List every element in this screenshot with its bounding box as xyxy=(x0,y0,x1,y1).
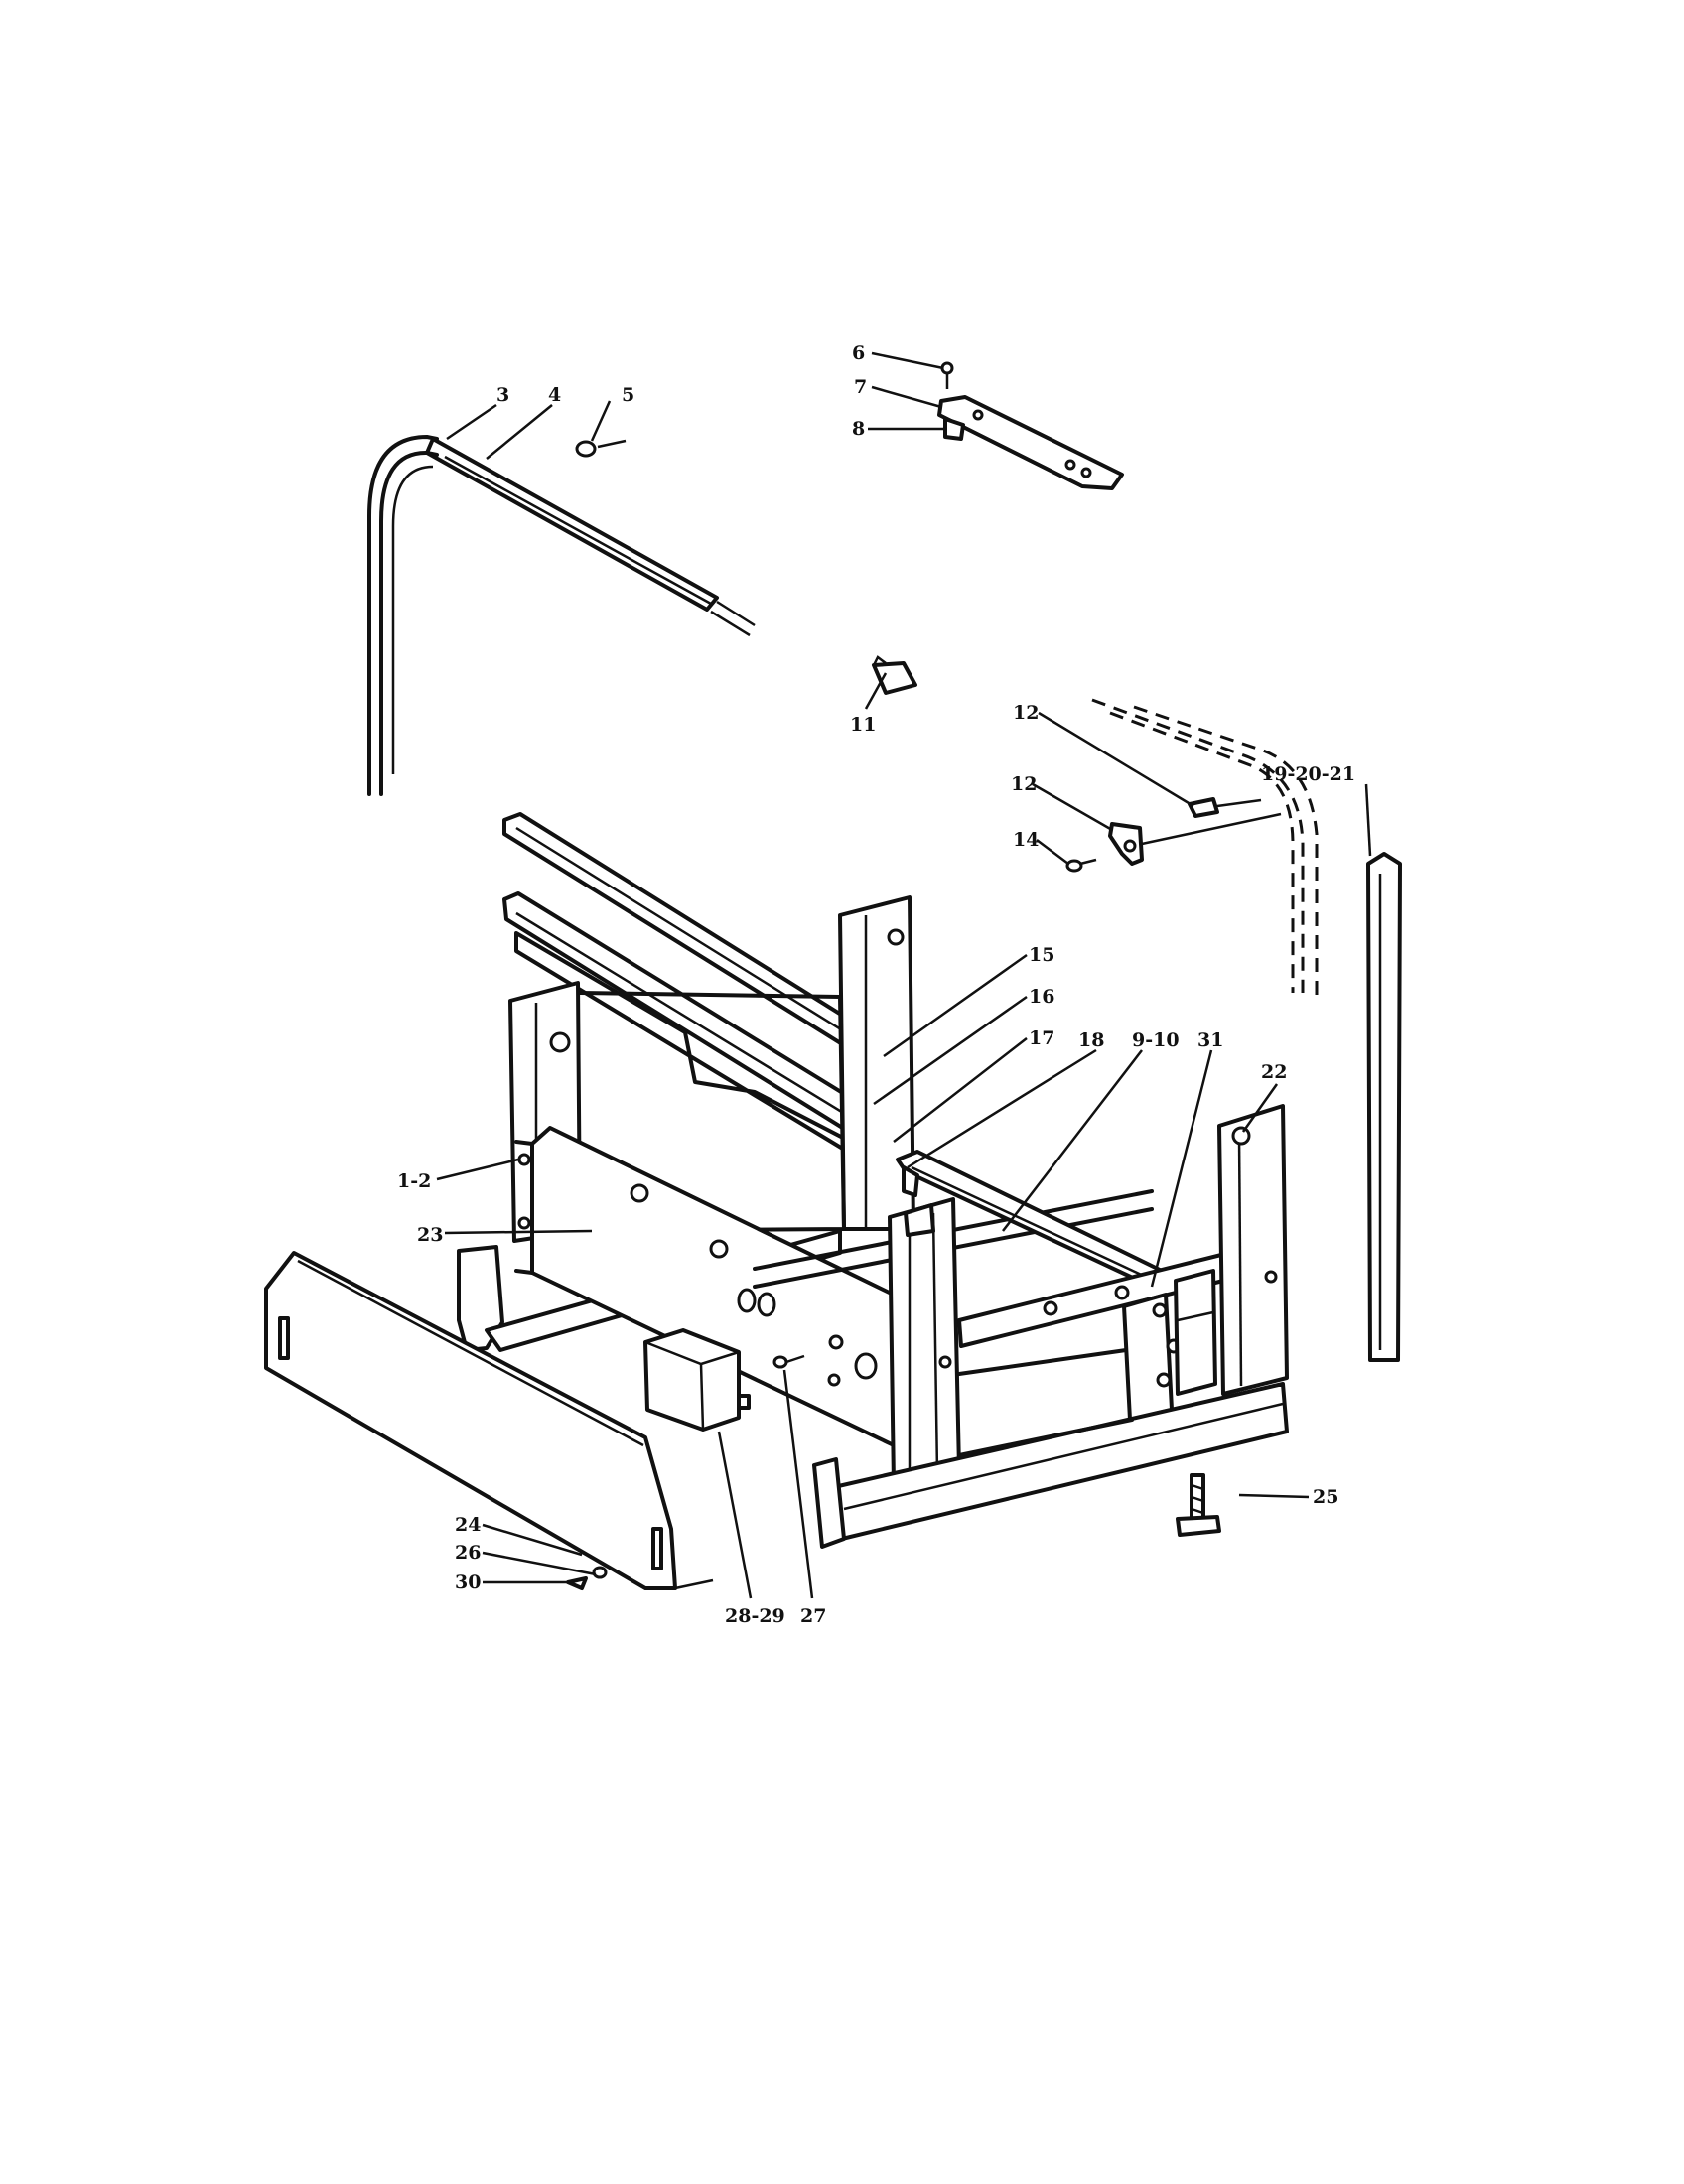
callout-7: 7 xyxy=(854,376,867,398)
callout-11: 11 xyxy=(850,714,876,736)
hinge-part-12 xyxy=(1188,797,1219,818)
front-base-rail xyxy=(812,1382,1289,1549)
screw-part-6 xyxy=(940,361,954,389)
callout-26: 26 xyxy=(455,1542,481,1564)
callout-14: 14 xyxy=(1013,829,1039,851)
callout-24: 24 xyxy=(455,1514,481,1536)
screw-part-14 xyxy=(1065,858,1097,873)
left-front-post xyxy=(514,1140,534,1275)
callout-16: 16 xyxy=(1029,986,1054,1008)
callout-8: 8 xyxy=(852,418,865,440)
plate-part-11 xyxy=(872,655,917,695)
hinge-part-13 xyxy=(1108,822,1144,866)
callout-1-2: 1-2 xyxy=(397,1170,431,1192)
top-rail-part xyxy=(425,437,756,637)
callout-12-lower: 12 xyxy=(1011,773,1037,795)
leader-lines xyxy=(436,351,1372,1599)
callout-15: 15 xyxy=(1029,944,1054,966)
rear-upright-part-22 xyxy=(1217,1104,1289,1396)
callout-3: 3 xyxy=(496,384,509,406)
callout-9-10: 9-10 xyxy=(1132,1029,1180,1051)
callout-5: 5 xyxy=(622,384,634,406)
callout-labels: 3 4 5 6 7 8 11 12 12 14 19-20-21 15 16 1… xyxy=(397,342,1355,1627)
callout-23: 23 xyxy=(417,1224,443,1246)
side-strip-part-19-20-21 xyxy=(1366,852,1402,1362)
callout-12-upper: 12 xyxy=(1013,702,1039,724)
right-cross-frame-part-31 xyxy=(957,1253,1225,1422)
callout-6: 6 xyxy=(852,342,865,364)
callout-31: 31 xyxy=(1197,1029,1223,1051)
screw-part-27 xyxy=(772,1354,805,1369)
callout-17: 17 xyxy=(1029,1027,1054,1049)
callout-22: 22 xyxy=(1261,1061,1287,1083)
callout-4: 4 xyxy=(548,384,561,406)
callout-28-29: 28-29 xyxy=(725,1605,785,1627)
callout-27: 27 xyxy=(800,1605,826,1627)
door-trim-curved-part xyxy=(367,435,439,796)
bracket-part-7 xyxy=(937,395,1124,490)
callout-19-20-21: 19-20-21 xyxy=(1261,763,1355,785)
tub-outline-dashed xyxy=(1091,698,1319,1003)
callout-30: 30 xyxy=(455,1571,481,1593)
front-post-right xyxy=(888,1165,961,1487)
control-module-part-28-29 xyxy=(643,1328,751,1432)
fastener-part-26-30 xyxy=(566,1566,608,1590)
callout-25: 25 xyxy=(1313,1486,1338,1508)
clip-part-8 xyxy=(943,417,965,441)
callout-18: 18 xyxy=(1078,1029,1104,1051)
leveling-foot-part-25 xyxy=(1176,1473,1221,1537)
kick-panel-part-24 xyxy=(264,1251,714,1590)
clip-part-5 xyxy=(575,439,627,458)
